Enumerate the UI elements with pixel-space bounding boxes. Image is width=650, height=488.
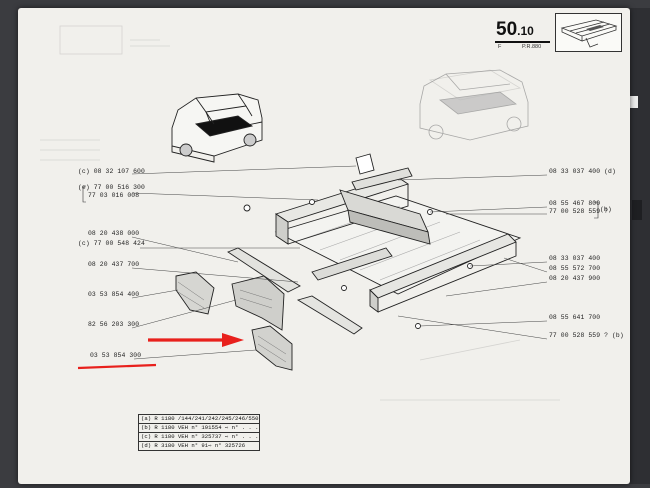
book-spine (630, 8, 650, 484)
thumbnail-floor-icon (560, 19, 618, 48)
part-number-r2: 08 55 467 800 (549, 200, 601, 207)
car-illustration-left (171, 93, 263, 163)
section-number: 50.10 (496, 19, 534, 40)
page-tab-dark (632, 200, 642, 220)
part-number-l8: 82 56 203 300 (88, 321, 140, 328)
part-number-r8: 77 00 528 559 ? (b) (549, 332, 624, 339)
part-number-l3: 77 03 016 008 (88, 192, 140, 199)
part-number-r3: 77 00 528 559 ? (549, 208, 609, 215)
part-number-l6: 08 20 437 700 (88, 261, 140, 268)
leader-lines (131, 165, 548, 360)
model-legend-table: (a) R 1180 /144/241/242/245/246/550 (b) … (138, 414, 260, 451)
legend-row: (c) R 1180 VEH n° 325737 ⇨ n° . . . (138, 433, 260, 442)
legend-row: (d) R 3180 VEH n° 91⇨ n° 325726 (138, 442, 260, 451)
part-number-r5: 08 55 572 700 (549, 265, 601, 272)
part-number-r4: 08 33 037 400 (549, 255, 601, 262)
section-thumbnail (555, 13, 622, 52)
legend-row: (b) R 1180 VEH n° 191554 ⇨ n° . . . (138, 424, 260, 433)
bracket-b-label: (b) (600, 206, 612, 213)
part-number-l4: 08 20 438 000 (88, 230, 140, 237)
part-number-r7: 08 55 641 700 (549, 314, 601, 321)
part-number-l7: 03 53 854 400 (88, 291, 140, 298)
red-arrow-annotation (77, 333, 244, 370)
part-number-r6: 08 20 437 900 (549, 275, 601, 282)
show-through-print (40, 25, 560, 401)
floor-pan (243, 153, 522, 329)
part-number-l9: 03 53 854 300 (90, 352, 142, 359)
part-number-l1: (c) 08 32 107 600 (78, 168, 145, 175)
part-number-r1: 08 33 037 400 (d) (549, 168, 616, 175)
bracket-b-mark (594, 201, 599, 219)
car-illustration-right (419, 69, 529, 141)
part-number-l5: (c) 77 00 548 424 (78, 240, 145, 247)
loose-panels (175, 247, 363, 371)
header-rule (495, 41, 550, 43)
header-sub-right: P.R.880 (522, 44, 542, 50)
part-number-l2: (e) 77 00 516 300 (78, 184, 145, 191)
legend-row: (a) R 1180 /144/241/242/245/246/550 (138, 414, 260, 424)
header-sub-left: F (498, 44, 502, 50)
page-tab-white (630, 96, 638, 108)
bracket-e-mark (82, 185, 86, 203)
